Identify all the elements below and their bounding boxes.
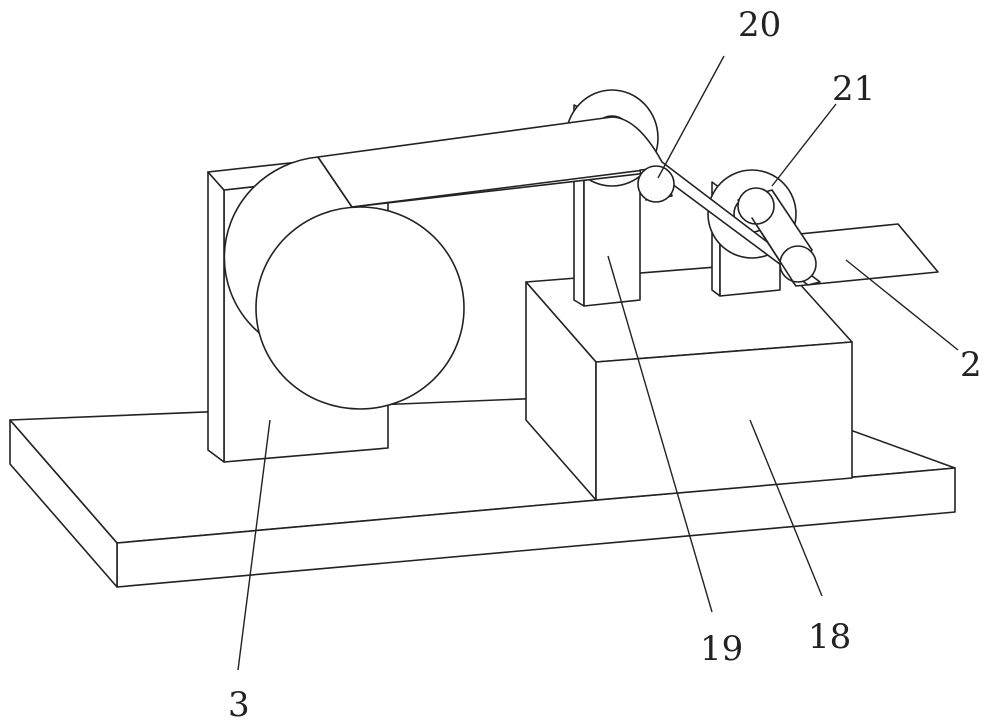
mounting-block-front: [595, 341, 853, 501]
roll-support-side: [207, 171, 225, 463]
leader-3: [237, 419, 271, 671]
leader-19: [607, 255, 713, 613]
leader-2: [845, 259, 959, 351]
press-roller-near-end: [779, 245, 817, 283]
press-roller: [737, 187, 817, 283]
base-plate-left: [9, 419, 118, 588]
guide-roller: [637, 165, 675, 203]
leader-20: [657, 55, 725, 179]
label-19: 19: [700, 629, 743, 669]
reference-labels: 20 21 2 3 19 18: [228, 5, 982, 725]
film-web-edge: [351, 167, 661, 208]
mounting-block: [525, 261, 853, 501]
leader-lines: [237, 55, 959, 671]
label-21: 21: [832, 69, 875, 109]
press-roller-axis: [751, 217, 793, 281]
label-3: 3: [228, 685, 250, 725]
guide-roller-end: [637, 165, 675, 203]
label-2: 2: [960, 345, 982, 385]
film-roll: [223, 156, 465, 410]
leader-18: [749, 419, 823, 597]
press-roller-far-end: [737, 187, 775, 225]
label-20: 20: [738, 5, 781, 45]
film-roll-end-face: [255, 206, 465, 410]
label-18: 18: [808, 617, 851, 657]
leader-21: [771, 103, 837, 187]
